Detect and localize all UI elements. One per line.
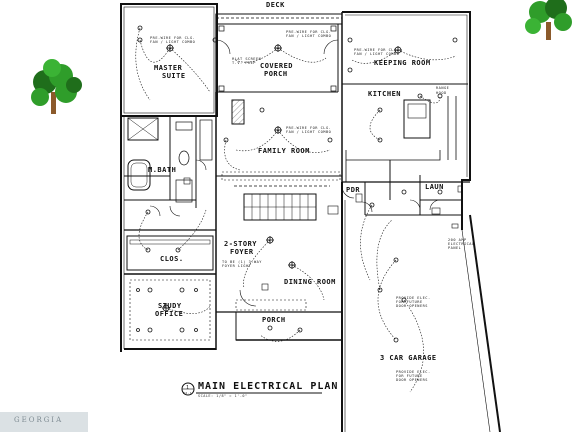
room-label-closet: CLOS. <box>160 255 184 263</box>
room-label-keeping-room: KEEPING ROOM <box>374 59 431 67</box>
room-label-foyer-2: FOYER <box>230 248 254 256</box>
room-label-master-1: MASTER <box>154 64 183 72</box>
note-foyer-light: TO BE (1) 3-WAY FOYER LIGHT <box>222 260 262 268</box>
note-flat-screen: FLAT SCREEN T.V. PREP <box>232 57 262 65</box>
room-label-m-bath: M.BATH <box>148 166 177 174</box>
main-house-walls <box>121 11 501 432</box>
watermark-badge: GEORGIA <box>0 412 88 432</box>
watermark-text: GEORGIA <box>14 416 64 424</box>
title-number: 1 <box>186 385 190 391</box>
room-label-study-1: STUDY <box>158 302 182 310</box>
room-label-pdr: PDR <box>346 186 361 194</box>
room-label-porch: PORCH <box>262 316 286 324</box>
tree-left <box>31 59 82 114</box>
room-label-dining-room: DINING ROOM <box>284 278 336 286</box>
outlet-symbols <box>183 177 463 291</box>
note-keeping-fan: PRE-WIRE FOR CLG. FAN / LIGHT COMBO <box>354 48 400 56</box>
note-door-opener-2: PROVIDE ELEC. FOR FUTURE DOOR OPENERS <box>396 370 431 382</box>
room-label-master-2: SUITE <box>162 72 186 80</box>
note-range: RANGE <box>436 86 450 90</box>
note-electrical-panel: 200 AMP ELECTRICAL PANEL <box>448 238 475 250</box>
room-label-covered-porch-1: COVERED <box>260 62 294 70</box>
note-master-fan: PRE-WIRE FOR CLG. FAN / LIGHT COMBO <box>150 36 196 44</box>
wiring-runs <box>135 27 457 393</box>
master-suite-walls <box>120 3 218 352</box>
door-swings <box>149 39 441 307</box>
room-label-covered-porch-2: PORCH <box>264 70 288 78</box>
room-label-deck: DECK <box>266 1 285 9</box>
title-bubble <box>181 382 322 396</box>
note-hood: HOOD <box>436 91 447 95</box>
covered-porch <box>216 24 339 93</box>
tree-right <box>525 0 572 40</box>
room-label-garage: 3 CAR GARAGE <box>380 354 437 362</box>
dashed-soffits <box>129 171 341 341</box>
room-label-laun: LAUN <box>425 183 444 191</box>
room-label-study-2: OFFICE <box>155 310 184 318</box>
title-sheet: E2.1 <box>183 391 193 395</box>
room-label-family-room: FAMILY ROOM <box>258 147 310 155</box>
note-family-fan: PRE-WIRE FOR CLG. FAN / LIGHT COMBO <box>286 126 332 134</box>
room-label-kitchen: KITCHEN <box>368 90 402 98</box>
plan-title: MAIN ELECTRICAL PLAN <box>198 381 339 392</box>
note-door-opener-1: PROVIDE ELEC. FOR FUTURE DOOR OPENERS <box>396 296 431 308</box>
room-label-foyer-1: 2-STORY <box>224 240 258 248</box>
scale-note: SCALE: 1/8" = 1'-0" <box>198 394 248 398</box>
note-porch-fan: PRE-WIRE FOR CLG. FAN / LIGHT COMBO <box>286 30 332 38</box>
